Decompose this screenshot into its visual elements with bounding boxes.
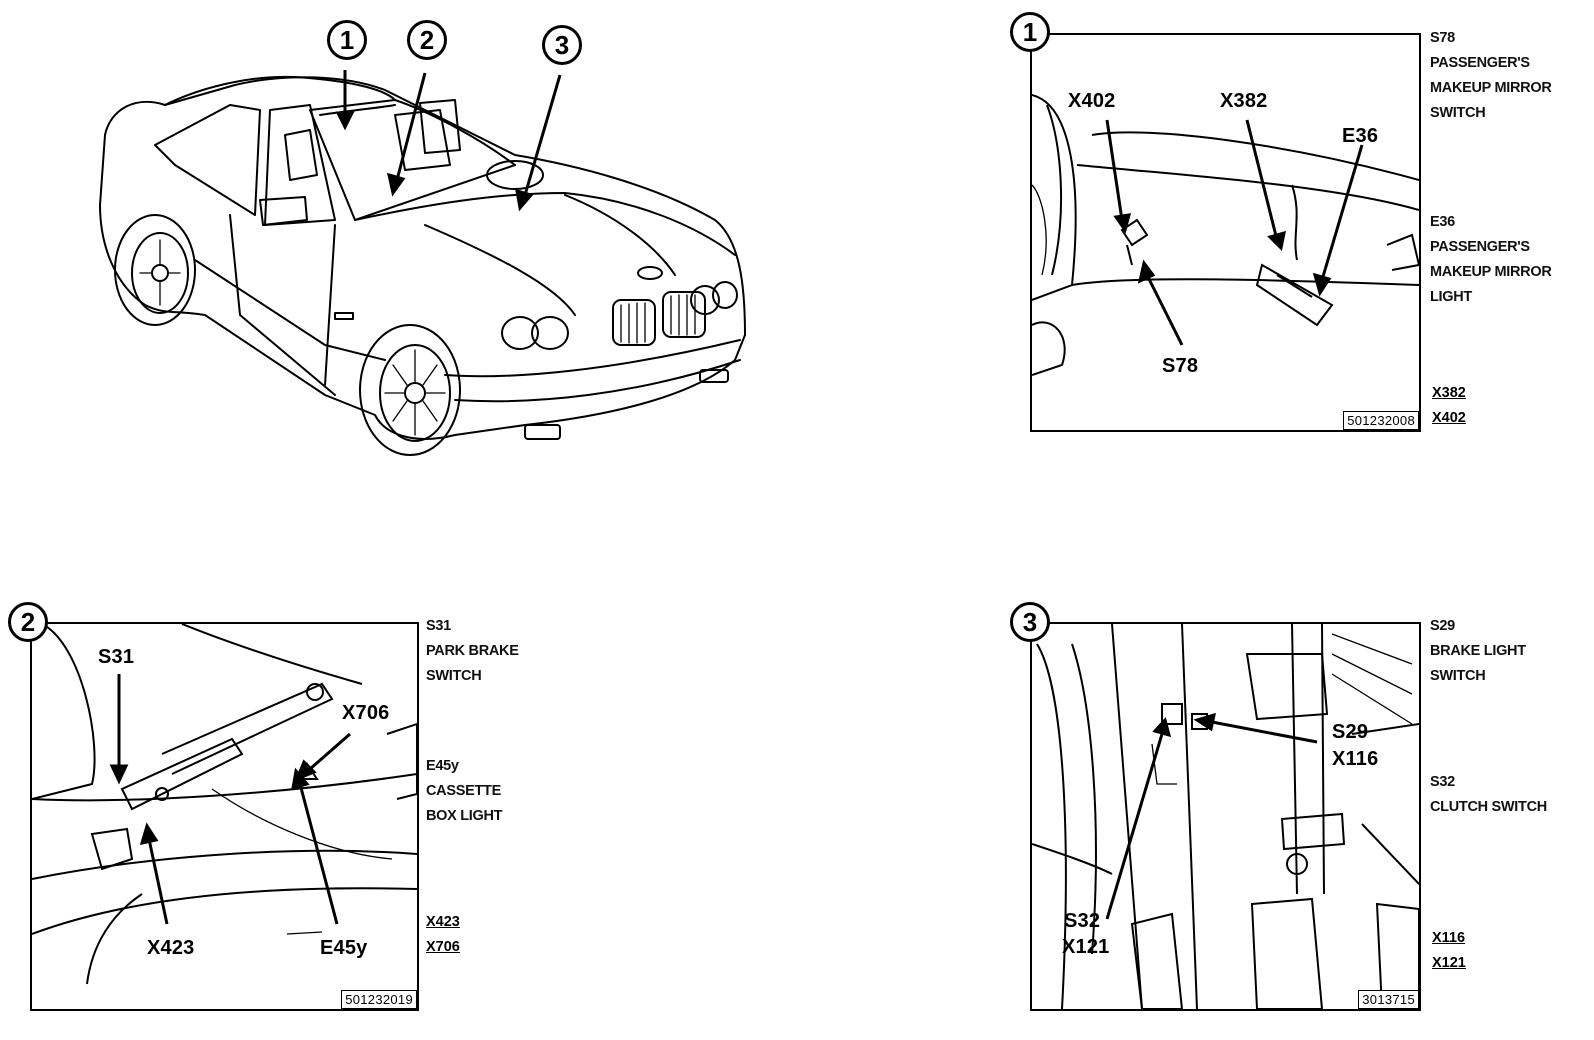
label-x116: X116: [1332, 748, 1379, 770]
legend-line: BOX LIGHT: [426, 808, 503, 824]
panel-2-connector-list: X423 X706: [426, 910, 460, 960]
connector-code: X706: [426, 939, 460, 955]
car-drawing: [99, 70, 746, 456]
panel-3-legend-s29: S29 BRAKE LIGHT SWITCH: [1430, 614, 1526, 689]
legend-code: S29: [1430, 618, 1455, 634]
legend-code: S31: [426, 618, 451, 634]
panel-1-reference-number: 501232008: [1343, 411, 1419, 430]
legend-line: SWITCH: [1430, 668, 1486, 684]
panel-1-number-circle: 1: [1010, 12, 1050, 52]
panel-1-drawing: [1032, 94, 1419, 376]
panel-2-frame: S31 X706 X423 E45y 501232019: [30, 622, 419, 1011]
callout-1-circle: 1: [327, 20, 367, 60]
legend-line: PASSENGER'S: [1430, 55, 1530, 71]
legend-code: S32: [1430, 774, 1455, 790]
panel-3-connector-list: X116 X121: [1432, 926, 1466, 976]
label-x706: X706: [342, 702, 390, 724]
label-e36: E36: [1342, 125, 1379, 147]
panel-2-number-circle: 2: [8, 602, 48, 642]
legend-line: CLUTCH SWITCH: [1430, 799, 1547, 815]
label-x382: X382: [1220, 90, 1268, 112]
panel-2-legend-s31: S31 PARK BRAKE SWITCH: [426, 614, 519, 689]
panel-3-reference-number: 3013715: [1358, 990, 1419, 1009]
panel-2-legend-e45y: E45y CASSETTE BOX LIGHT: [426, 754, 503, 829]
label-x423: X423: [147, 937, 195, 959]
connector-code: X121: [1432, 955, 1466, 971]
legend-line: MAKEUP MIRROR: [1430, 264, 1552, 280]
label-e45y: E45y: [320, 937, 368, 959]
panel-2-reference-number: 501232019: [341, 990, 417, 1009]
panel-1-legend-s78: S78 PASSENGER'S MAKEUP MIRROR SWITCH: [1430, 26, 1552, 126]
panel-3-frame: S29 X116 S32 X121 3013715: [1030, 622, 1421, 1011]
legend-line: MAKEUP MIRROR: [1430, 80, 1552, 96]
connector-code: X423: [426, 914, 460, 930]
panel-3-legend-s32: S32 CLUTCH SWITCH: [1430, 770, 1547, 820]
panel-2-drawing: [32, 624, 417, 985]
car-overview: 1 2 3: [95, 15, 765, 465]
label-s32: S32: [1064, 910, 1101, 932]
connector-code: X382: [1432, 385, 1466, 401]
label-x121: X121: [1062, 936, 1110, 958]
panel-1-legend-e36: E36 PASSENGER'S MAKEUP MIRROR LIGHT: [1430, 210, 1552, 310]
legend-line: BRAKE LIGHT: [1430, 643, 1526, 659]
legend-line: SWITCH: [1430, 105, 1486, 121]
panel-3-number-circle: 3: [1010, 602, 1050, 642]
panel-1-connector-list: X382 X402: [1432, 381, 1466, 431]
legend-code: E45y: [426, 758, 459, 774]
panel-3-drawing: [1032, 624, 1419, 1009]
legend-line: PASSENGER'S: [1430, 239, 1530, 255]
legend-line: SWITCH: [426, 668, 482, 684]
connector-code: X402: [1432, 410, 1466, 426]
legend-line: LIGHT: [1430, 289, 1472, 305]
connector-code: X116: [1432, 930, 1466, 946]
legend-line: PARK BRAKE: [426, 643, 519, 659]
label-s29: S29: [1332, 721, 1369, 743]
callout-3-circle: 3: [542, 25, 582, 65]
label-s31: S31: [98, 646, 135, 668]
legend-code: E36: [1430, 214, 1455, 230]
callout-2-circle: 2: [407, 20, 447, 60]
label-x402: X402: [1068, 90, 1116, 112]
legend-line: CASSETTE: [426, 783, 501, 799]
panel-1-frame: X402 X382 E36 S78 501232008: [1030, 33, 1421, 432]
label-s78: S78: [1162, 355, 1199, 377]
legend-code: S78: [1430, 30, 1455, 46]
